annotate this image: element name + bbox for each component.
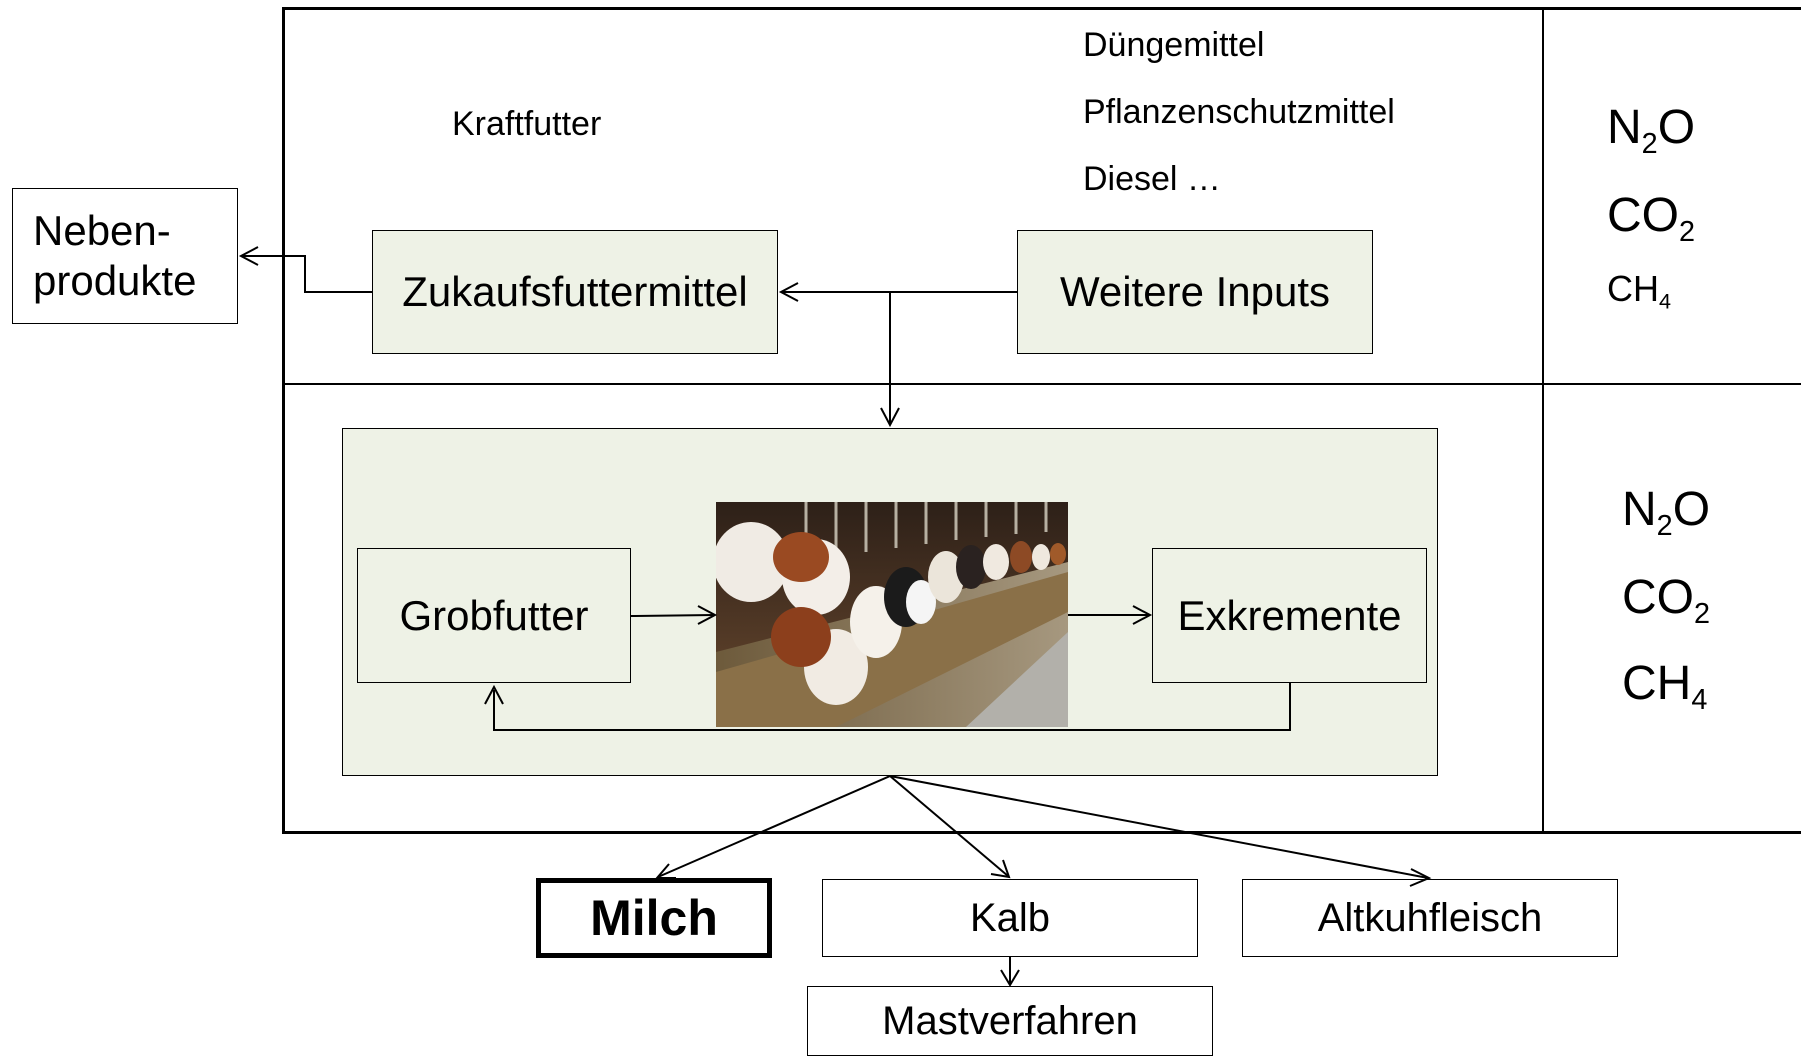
input-duengemittel: Düngemittel xyxy=(1083,26,1265,64)
kalb-box: Kalb xyxy=(822,879,1198,957)
exkremente-label: Exkremente xyxy=(1177,591,1402,639)
vertical-divider xyxy=(1542,8,1544,833)
milch-label: Milch xyxy=(590,890,718,946)
arrow-stable-to-altkuhfleisch xyxy=(889,775,1429,879)
exkremente-box: Exkremente xyxy=(1152,548,1427,683)
milch-box: Milch xyxy=(536,878,772,958)
nebenprodukte-line1: Neben- xyxy=(33,207,171,254)
mastverfahren-box: Mastverfahren xyxy=(807,986,1213,1056)
emission-bottom-n2o: N2O xyxy=(1622,483,1711,543)
nebenprodukte-box: Neben- produkte xyxy=(12,188,238,324)
zukaufsfuttermittel-label: Zukaufsfuttermittel xyxy=(402,268,748,315)
emission-bottom-ch4: CH4 xyxy=(1622,657,1708,717)
input-kraftfutter: Kraftfutter xyxy=(452,105,602,143)
input-diesel: Diesel … xyxy=(1083,160,1221,198)
arrow-zukauf-to-nebenprodukte xyxy=(242,255,372,293)
horizontal-divider xyxy=(283,383,1801,385)
system-boundary-frame xyxy=(282,7,1801,834)
nebenprodukte-line2: produkte xyxy=(33,257,197,304)
cows-feeding-photo xyxy=(716,502,1068,727)
zukaufsfuttermittel-box: Zukaufsfuttermittel xyxy=(372,230,778,354)
emission-top-co2: CO2 xyxy=(1607,189,1696,249)
input-pflanzenschutzmittel: Pflanzenschutzmittel xyxy=(1083,93,1395,131)
weitere-inputs-box: Weitere Inputs xyxy=(1017,230,1373,354)
arrow-stable-to-milch xyxy=(657,775,891,878)
kalb-label: Kalb xyxy=(969,895,1051,940)
arrow-exkremente-to-grobfutter xyxy=(493,683,1291,731)
grobfutter-label: Grobfutter xyxy=(399,591,589,639)
altkuhfleisch-box: Altkuhfleisch xyxy=(1242,879,1618,957)
emission-bottom-co2: CO2 xyxy=(1622,571,1711,631)
arrow-grobfutter-to-cows xyxy=(630,614,715,617)
altkuhfleisch-label: Altkuhfleisch xyxy=(1317,895,1543,940)
arrow-stable-to-kalb xyxy=(889,775,1009,877)
emission-top-ch4: CH4 xyxy=(1607,268,1672,314)
weitere-inputs-label: Weitere Inputs xyxy=(1059,268,1331,315)
emission-top-n2o: N2O xyxy=(1607,101,1696,161)
grobfutter-box: Grobfutter xyxy=(357,548,631,683)
mastverfahren-label: Mastverfahren xyxy=(882,998,1138,1043)
